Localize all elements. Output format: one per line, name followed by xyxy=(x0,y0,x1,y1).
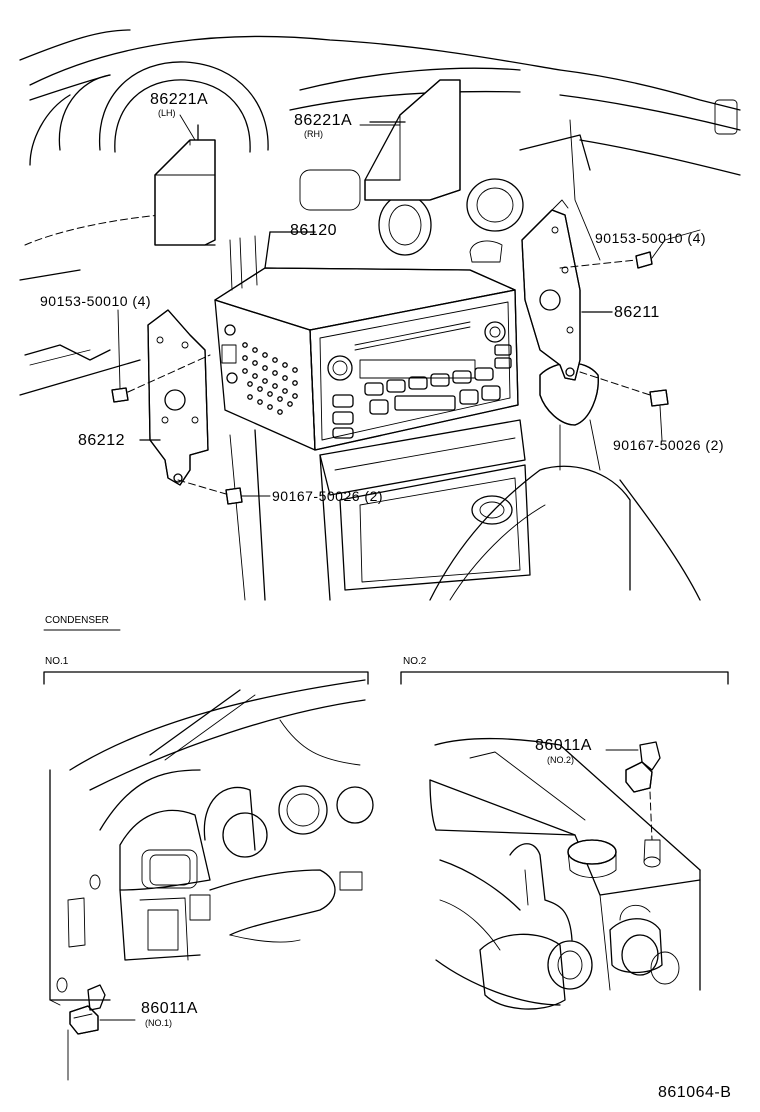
condenser-title: CONDENSER xyxy=(45,615,109,626)
label-86120: 86120 xyxy=(290,222,337,239)
no1-frame xyxy=(43,671,369,685)
label-86211: 86211 xyxy=(614,304,660,321)
no2-engine xyxy=(429,737,701,1010)
pad-86221a-rh xyxy=(359,79,461,201)
diagram-code: 861064-B xyxy=(658,1084,732,1101)
label-86221a-lh: 86221A xyxy=(150,91,209,108)
bracket-86211 xyxy=(521,199,581,381)
no2-frame xyxy=(400,671,729,685)
label-86011a-no2: 86011A xyxy=(535,737,592,754)
label-90153-left: 90153-50010 (4) xyxy=(40,293,152,309)
label-90167-right: 90167-50026 (2) xyxy=(613,437,725,453)
label-86011a-no1: 86011A xyxy=(141,1000,198,1017)
bracket-86212 xyxy=(147,309,209,486)
label-86221a-rh: 86221A xyxy=(294,112,353,129)
radio-unit-86120 xyxy=(214,235,519,451)
label-86221a-rh-note: (RH) xyxy=(304,129,323,139)
label-90167-left: 90167-50026 (2) xyxy=(272,488,384,504)
label-leaders xyxy=(139,121,613,441)
label-86221a-lh-note: (LH) xyxy=(158,108,176,118)
fasteners xyxy=(111,229,701,505)
label-86011a-no1-note: (NO.1) xyxy=(145,1018,172,1028)
label-86011a-no2-note: (NO.2) xyxy=(547,755,574,765)
condenser-no1-label: NO.1 xyxy=(45,656,69,667)
no1-dashboard xyxy=(49,679,374,1081)
label-90153-right: 90153-50010 (4) xyxy=(595,230,707,246)
label-86212: 86212 xyxy=(78,432,125,449)
condenser-no2-label: NO.2 xyxy=(403,656,427,667)
pad-86221a-lh xyxy=(154,114,216,246)
